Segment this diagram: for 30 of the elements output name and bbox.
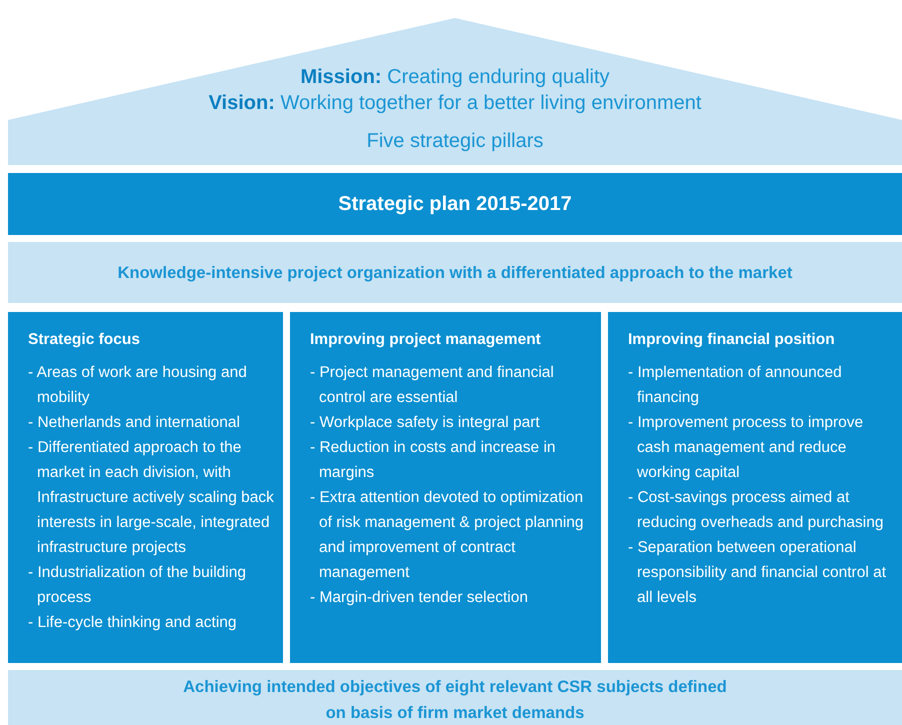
bullet-item: - Areas of work are housing and mobility [28,363,248,408]
banner [8,670,902,725]
pillars-caption: Five strategic pillars [366,130,544,152]
bullet-item: - Extra attention devoted to optimization of risk management & project planning and improvement of contract management [310,488,585,583]
bullet-item: - Implementation of announced financing [628,363,843,408]
panel-heading: Improving financial position [628,330,836,350]
panel-heading: Improving project management [310,330,542,350]
bullet-item: - Separation between operational responsibility and financial control at all levels [628,538,887,608]
banner-text: Knowledge-intensive project organization with a differentiated approach to the market [118,262,792,284]
bullet-item: - Differentiated approach to the market in each division, with Infrastructure actively scaling back interests in large-scale, integrated infrastructure projects [28,438,275,558]
panel-heading: Strategic focus [28,330,141,350]
banner [8,242,902,303]
bullet-item: - Margin-driven tender selection [310,588,529,608]
vision-statement: Vision: Working together for a better living environment [208,92,702,114]
bullet-item: - Industrialization of the building process [28,563,247,608]
pillar-panel [290,312,601,663]
plan-title: Strategic plan 2015-2017 [338,192,572,217]
pillar-panel [8,312,283,663]
banner [8,173,902,235]
bullet-item: - Netherlands and international [28,413,241,433]
banner-text: Achieving intended objectives of eight relevant CSR subjects defined on basis of firm market demands [182,677,728,724]
bullet-item: - Cost-savings process aimed at reducing overheads and purchasing [628,488,884,533]
pillar-panel [608,312,902,663]
mission-statement: Mission: Creating enduring quality [300,66,610,88]
bullet-item: - Workplace safety is integral part [310,413,541,433]
bullet-item: - Life-cycle thinking and acting [28,613,238,633]
bullet-item: - Project management and financial control are essential [310,363,555,408]
bullet-item: - Improvement process to improve cash management and reduce working capital [628,413,864,483]
roof-banner [8,18,902,165]
bullet-item: - Reduction in costs and increase in margins [310,438,557,483]
